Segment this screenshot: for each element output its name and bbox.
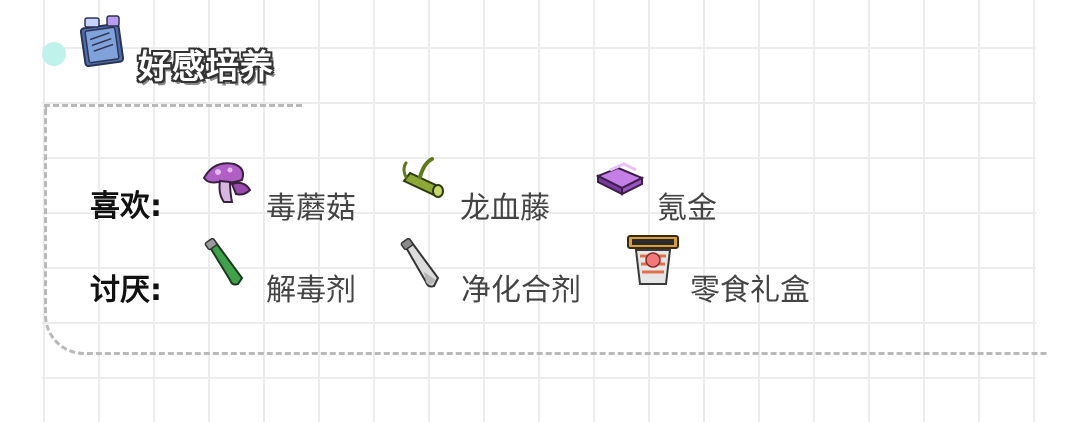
- clear-tube-icon: [400, 238, 440, 288]
- card-top-divider: [44, 104, 302, 107]
- book-icon: [79, 15, 125, 68]
- dislikes-label: 讨厌:: [90, 273, 162, 308]
- affinity-card: [44, 106, 1047, 355]
- gold-ingot-icon: [596, 162, 645, 196]
- like-item-mushroom: 毒蘑菇: [266, 191, 356, 226]
- like-item-gold: 氪金: [657, 191, 717, 226]
- vine-icon: [402, 157, 444, 198]
- mushroom-icon: [202, 162, 252, 203]
- dislike-item-purifier: 净化合剂: [461, 273, 581, 308]
- section-title: 好感培养: [138, 47, 274, 86]
- accent-dot: [42, 42, 66, 66]
- left-margin: [0, 0, 42, 422]
- like-item-vine: 龙血藤: [460, 191, 550, 226]
- snack-box-icon: [627, 235, 679, 285]
- dislike-item-snack-box: 零食礼盒: [690, 273, 810, 308]
- green-tube-icon: [204, 238, 244, 286]
- likes-label: 喜欢:: [90, 189, 162, 224]
- dislike-item-antidote: 解毒剂: [266, 273, 356, 308]
